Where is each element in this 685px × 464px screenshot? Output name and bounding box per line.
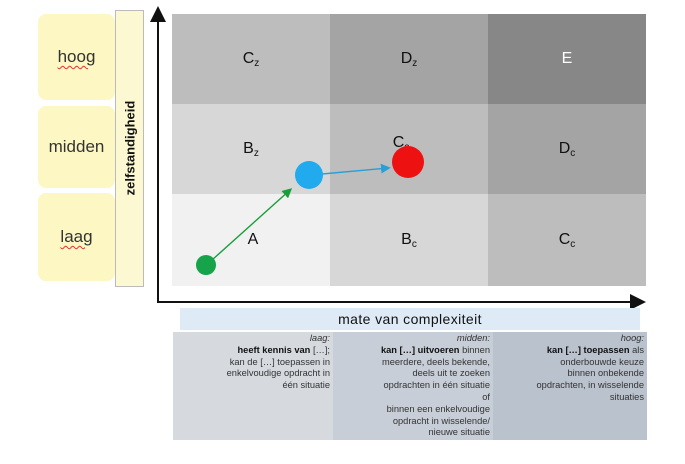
level-mid-box: midden [38,106,115,188]
cell-d-c: Dc [488,104,646,194]
cell-d-z: Dz [330,14,488,104]
cell-c-z-text: Cz [242,49,260,69]
description-high-line2: onderbouwde keuze [560,356,644,367]
description-mid: midden: kan […] uitvoeren binnen meerder… [333,332,493,440]
level-high-box: hoog [38,14,115,100]
blue-arrow [321,163,391,175]
description-mid-line6: binnen een enkelvoudige [386,403,490,414]
description-mid-line4: opdrachten in één situatie [383,380,490,391]
description-high-line1: kan […] toepassen als [546,344,644,355]
x-axis-label: mate van complexiteit [338,311,482,327]
description-low-line4: één situatie [282,380,330,391]
description-low: laag: heeft kennis van […]; kan de […] t… [173,332,333,440]
blue-dot [295,161,323,189]
y-axis-label-bar [115,10,144,287]
description-mid-line5: of [482,391,490,402]
description-high-line5: situaties [609,391,644,402]
description-low-line3: enkelvoudige opdracht in [226,368,330,379]
level-high-label: hoog [57,47,96,66]
x-axis-label-bar: mate van complexiteit [180,308,640,330]
description-low-line2: kan de […] toepassen in [229,356,330,367]
red-dot [392,146,424,178]
cell-a-text: A [247,230,259,248]
level-low-box: laag [38,193,115,281]
cell-b-z-text: Bz [243,139,259,159]
cell-b-c: Bc [330,194,488,286]
cell-c-c-low-text: Cc [558,230,576,250]
description-mid-line2: meerdere, deels bekende, [381,356,490,367]
description-mid-header: midden: [456,333,490,343]
description-high-line4: opdrachten, in wisselende [536,380,645,391]
description-mid-line8: nieuwe situatie [428,427,490,438]
cell-c-c-low: Cc [488,194,646,286]
cell-e: E [488,14,646,104]
green-arrow [211,188,293,261]
level-mid-label: midden [48,137,105,156]
cell-d-c-text: Dc [558,139,576,159]
description-high-line3: binnen onbekende [567,368,644,379]
cell-c-z: Cz [172,14,330,104]
description-high-header: hoog: [620,333,644,343]
description-low-header: laag: [309,333,330,343]
description-high: hoog: kan […] toepassen als onderbouwde … [493,332,647,440]
green-dot [196,255,216,275]
cell-b-c-text: Bc [401,230,417,250]
cell-d-z-text: Dz [400,49,418,69]
description-mid-line7: opdracht in wisselende/ [392,415,490,426]
level-low-label: laag [60,227,93,246]
cell-b-z: Bz [172,104,330,194]
description-mid-line3: deels uit te zoeken [412,368,490,379]
cell-e-text: E [561,49,573,67]
description-low-line1: heeft kennis van […]; [237,344,331,355]
description-mid-line1: kan […] uitvoeren binnen [380,344,490,355]
